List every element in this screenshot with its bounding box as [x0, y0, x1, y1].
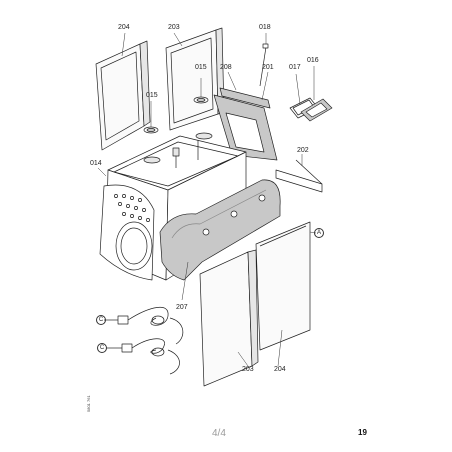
label-203-bottom: 203: [242, 366, 254, 373]
label-204-top: 204: [118, 24, 130, 31]
marker-c-upper: C: [96, 315, 106, 325]
side-panel-203-top: [165, 27, 225, 131]
front-end-plate: [99, 184, 155, 281]
label-208: 208: [220, 64, 232, 71]
ring-015-right: [193, 96, 209, 104]
front-panel-203: [199, 249, 259, 387]
page-fraction: 4/4: [212, 428, 226, 439]
label-018: 018: [259, 24, 271, 31]
marker-a: A: [314, 228, 324, 238]
label-015-right: 015: [195, 64, 207, 71]
label-207: 207: [176, 304, 188, 311]
document-code: 5801 761: [86, 395, 91, 412]
label-203-top: 203: [168, 24, 180, 31]
marker-c-lower: C: [97, 343, 107, 353]
rear-bracket-202: [275, 159, 323, 193]
cable-assembly-lower: [106, 338, 180, 375]
insulation-mat-207: [159, 179, 281, 281]
label-201: 201: [262, 64, 274, 71]
page-number: 19: [358, 428, 367, 437]
label-015-left: 015: [146, 92, 158, 99]
front-panel-204: [255, 221, 311, 351]
label-017: 017: [289, 64, 301, 71]
cover-016: [300, 98, 333, 122]
label-204-bottom: 204: [274, 366, 286, 373]
side-panel-204-top: [95, 40, 151, 151]
label-202: 202: [297, 147, 309, 154]
ring-015-left: [143, 126, 159, 134]
cable-assembly-upper: [104, 307, 184, 345]
rear-frame-201: [213, 87, 278, 161]
screw-018: [259, 43, 269, 87]
label-016: 016: [307, 57, 319, 64]
label-014: 014: [90, 160, 102, 167]
